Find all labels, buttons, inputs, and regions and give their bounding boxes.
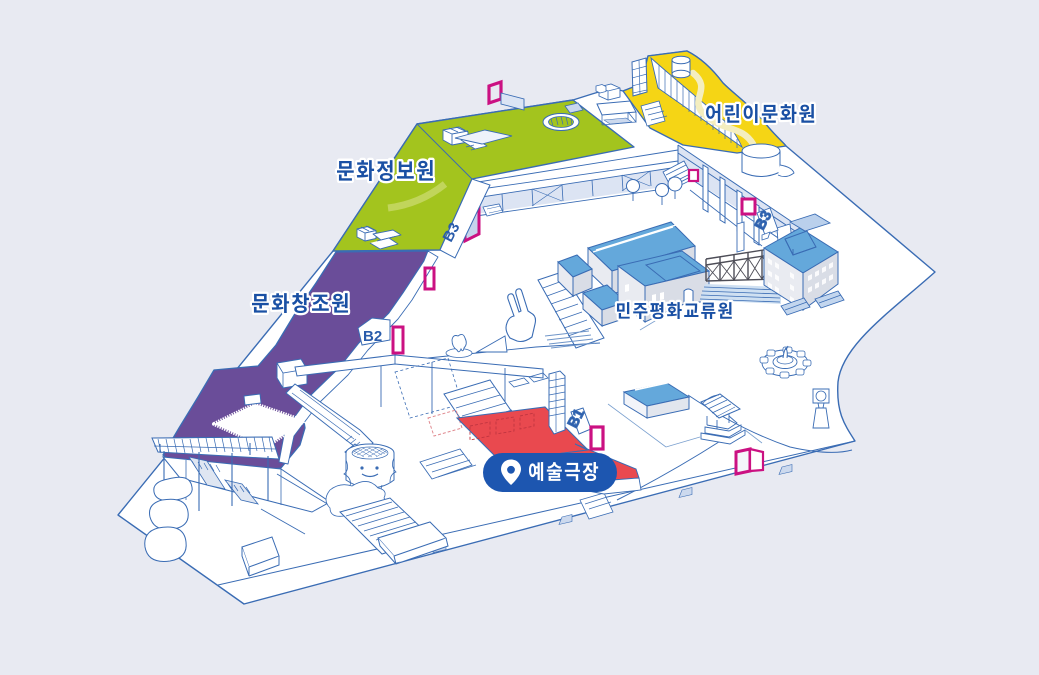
svg-text:B2: B2	[363, 328, 382, 345]
